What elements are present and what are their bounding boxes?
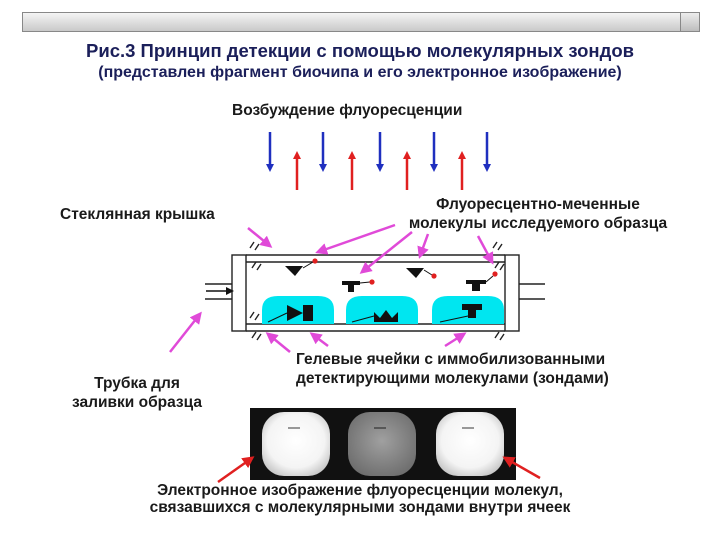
biochip-chamber — [205, 241, 545, 341]
label-fill-tube: Трубка для заливки образца — [52, 374, 222, 412]
label-glass-cover: Стеклянная крышка — [60, 206, 215, 223]
probe-molecules — [267, 304, 482, 323]
fluorescent-dot — [492, 271, 498, 277]
pointer-gel-cell — [309, 332, 329, 347]
probe-linker — [439, 315, 469, 323]
window-button-icon[interactable] — [680, 13, 699, 31]
break-mark — [249, 241, 262, 271]
probe-linker — [351, 315, 375, 323]
label-excitation: Возбуждение флуоресценции — [232, 102, 463, 119]
label-labeled-molecules-line1: Флуоресцентно-меченные — [436, 196, 640, 213]
fluorescent-dot — [312, 258, 318, 264]
probe-linker — [267, 312, 288, 323]
pointer-molecule — [476, 235, 494, 265]
caption-pointer-right — [502, 456, 541, 480]
fluorescence-image — [250, 408, 516, 480]
figure-title: Рис.3 Принцип детекции с помощью молекул… — [85, 40, 634, 61]
sample-molecule-icon — [466, 280, 486, 291]
label-gel-cells-line1: Гелевые ячейки с иммобилизованными — [296, 351, 606, 368]
label-fill-tube-line1: Трубка для — [94, 375, 180, 392]
image-cell-bright — [262, 412, 330, 476]
probe-icon — [462, 304, 482, 318]
left-wall — [231, 254, 247, 332]
caption-line2: связавшихся с молекулярными зондами внут… — [149, 499, 571, 516]
pointer-fill-tube — [169, 311, 202, 353]
gel-cell — [346, 296, 418, 324]
figure-subtitle: (представлен фрагмент биочипа и его элек… — [98, 64, 622, 81]
pointer-gel-cell — [444, 332, 467, 348]
label-gel-cells-line2: детектирующими молекулами (зондами) — [296, 370, 609, 387]
sample-molecule-icon — [342, 281, 360, 292]
excitation-arrows — [266, 132, 491, 190]
fluorescent-dot — [431, 273, 437, 279]
label-gel-cells: Гелевые ячейки с иммобилизованными детек… — [296, 350, 609, 388]
label-labeled-molecules-line2: молекулы исследуемого образца — [408, 215, 668, 232]
caption-line1: Электронное изображение флуоресценции мо… — [157, 482, 563, 499]
pointer-molecule — [359, 231, 413, 274]
break-mark — [249, 311, 262, 341]
slide-top-bar — [22, 12, 700, 32]
break-mark — [492, 241, 505, 271]
right-wall — [504, 254, 520, 332]
label-fill-tube-line2: заливки образца — [72, 394, 202, 411]
pointer-molecule — [315, 223, 396, 255]
label-pointers — [169, 223, 494, 353]
image-cell-dim — [348, 412, 416, 476]
pointer-glass-cover — [247, 227, 273, 248]
sample-molecule-icon — [285, 266, 303, 276]
caption-pointer-left — [217, 456, 255, 484]
pointer-molecule — [417, 233, 430, 259]
gel-cell — [262, 296, 334, 324]
sample-molecule-icon — [406, 268, 424, 278]
probe-icon — [287, 305, 313, 321]
probe-icon — [374, 310, 398, 322]
fluorescent-dot — [369, 279, 375, 285]
image-cell-bright — [436, 412, 504, 476]
label-labeled-molecules: Флуоресцентно-меченные молекулы исследуе… — [398, 195, 678, 233]
pointer-gel-cell — [265, 332, 291, 353]
sample-molecules — [285, 258, 498, 292]
